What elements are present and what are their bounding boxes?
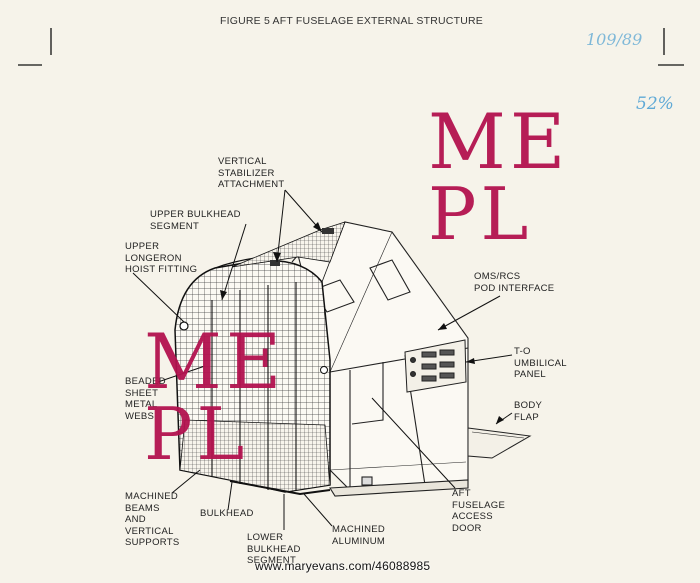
label-upper-longeron: UPPER LONGERON HOIST FITTING	[125, 241, 198, 275]
watermark-top-line1: ME	[428, 97, 570, 186]
label-oms-rcs: OMS/RCS POD INTERFACE	[474, 271, 555, 294]
label-beaded-sheet: BEADED SHEET METAL WEBS	[125, 376, 166, 422]
watermark-bottom-line2: PL	[144, 392, 249, 476]
umbilical-panel	[404, 339, 467, 393]
handwritten-number: 52%	[636, 94, 674, 114]
label-body-flap: BODY FLAP	[514, 400, 543, 423]
handwritten-note: 109/89	[586, 30, 643, 49]
watermark-top-line2: PL	[428, 172, 533, 256]
label-t0-umbilical: T-O UMBILICAL PANEL	[514, 346, 567, 380]
label-machined-aluminum: MACHINED ALUMINUM	[332, 524, 386, 547]
watermark-bottom-line1: ME	[144, 317, 286, 406]
label-upper-bulkhead-segment: UPPER BULKHEAD SEGMENT	[150, 209, 241, 232]
label-vertical-stabilizer: VERTICAL STABILIZER ATTACHMENT	[218, 156, 285, 190]
label-machined-beams: MACHINED BEAMS AND VERTICAL SUPPORTS	[125, 491, 180, 548]
bulkhead-face	[174, 221, 346, 496]
body-flap	[467, 427, 532, 459]
crop-marks	[18, 28, 684, 66]
label-bulkhead: BULKHEAD	[200, 508, 254, 519]
label-lower-bulkhead-segment: LOWER BULKHEAD SEGMENT	[247, 532, 301, 566]
credit-url: www.maryevans.com/46088985	[255, 559, 431, 573]
label-aft-fuselage-door: AFT FUSELAGE ACCESS DOOR	[452, 488, 506, 534]
figure-title: FIGURE 5 AFT FUSELAGE EXTERNAL STRUCTURE	[220, 15, 483, 27]
arrow-heads	[220, 222, 504, 424]
